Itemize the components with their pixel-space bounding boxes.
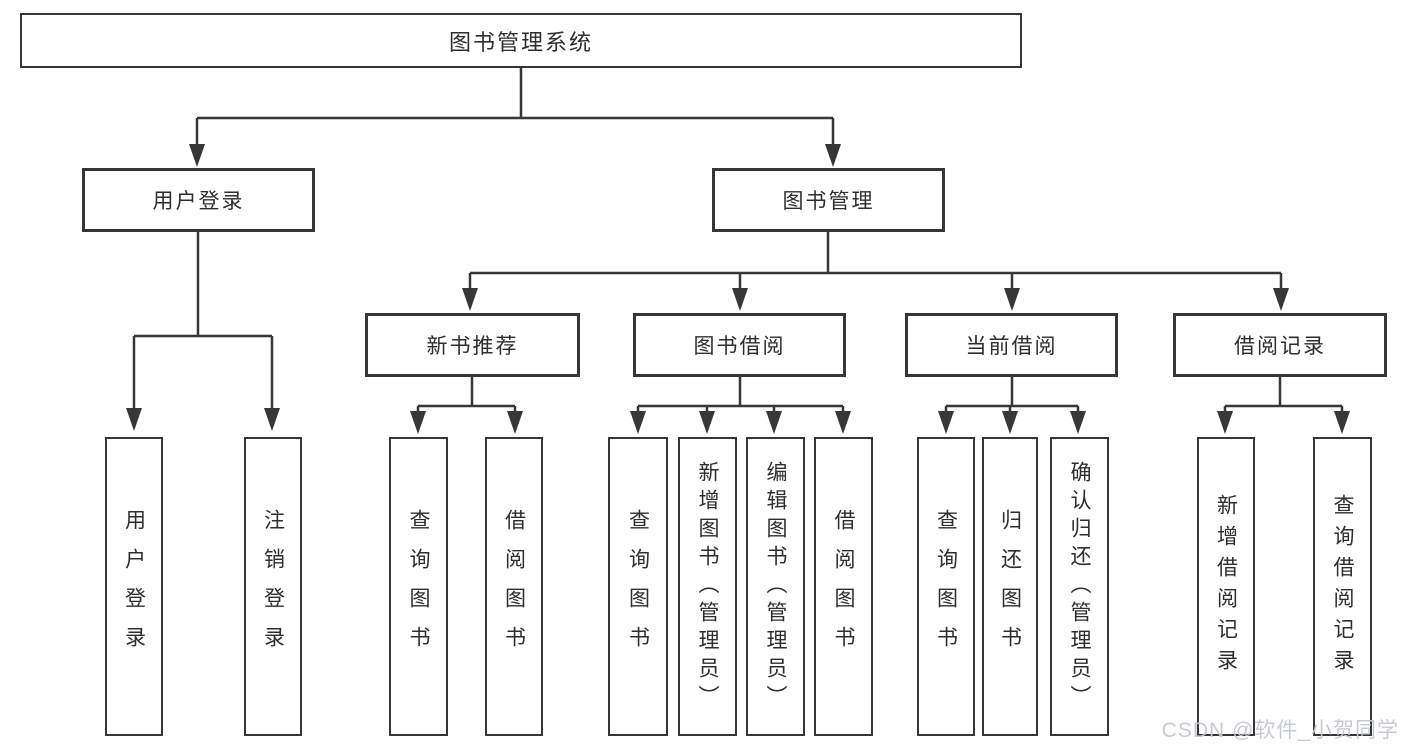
arrowhead xyxy=(1070,411,1086,434)
leaf-label: 注销登录 xyxy=(261,508,285,665)
connector-current-borrowing xyxy=(944,377,1080,411)
leaf-return-books: 归还图书 xyxy=(982,437,1038,736)
arrowhead xyxy=(766,411,782,434)
arrowhead xyxy=(630,411,646,434)
arrowhead xyxy=(699,411,715,434)
arrowhead xyxy=(189,144,205,167)
node-book-borrowing: 图书借阅 xyxy=(633,313,846,377)
leaf-confirm-return-admin: 确认归还（管理员） xyxy=(1050,437,1109,736)
leaf-label: 借阅图书 xyxy=(502,508,526,665)
arrowhead xyxy=(1002,411,1018,434)
leaf-label: 确认归还（管理员） xyxy=(1068,460,1091,713)
leaf-label: 新增借阅记录 xyxy=(1214,493,1238,680)
node-label: 新书推荐 xyxy=(426,335,519,358)
leaf-label: 新增图书（管理员） xyxy=(696,460,719,713)
node-current-borrowing: 当前借阅 xyxy=(905,313,1118,377)
watermark: CSDN @软件_小贺同学 xyxy=(1161,719,1399,742)
leaf-label: 用户登录 xyxy=(122,508,146,665)
node-label: 借阅记录 xyxy=(1234,335,1326,358)
connector-book-management xyxy=(468,232,1283,289)
leaf-logout: 注销登录 xyxy=(244,437,302,736)
arrowhead xyxy=(507,411,523,434)
node-new-book-recommend: 新书推荐 xyxy=(365,313,580,377)
arrowhead xyxy=(1217,411,1233,434)
node-label: 用户登录 xyxy=(152,190,245,213)
arrowhead xyxy=(938,411,954,434)
node-label: 图书管理 xyxy=(782,190,875,213)
arrowhead xyxy=(732,288,748,311)
arrowhead xyxy=(462,288,478,311)
node-user-login: 用户登录 xyxy=(82,168,315,232)
connector-borrowing-records xyxy=(1223,377,1344,411)
leaf-user-login: 用户登录 xyxy=(105,437,163,736)
leaf-query-books-current: 查询图书 xyxy=(917,437,975,736)
node-borrowing-records: 借阅记录 xyxy=(1173,313,1387,377)
arrowhead xyxy=(410,411,426,434)
node-label: 当前借阅 xyxy=(965,335,1058,358)
leaf-query-books-borrowing: 查询图书 xyxy=(608,437,668,736)
arrowhead xyxy=(835,411,851,434)
leaf-label: 归还图书 xyxy=(998,508,1022,665)
node-label: 图书管理系统 xyxy=(448,29,593,55)
leaf-label: 查询图书 xyxy=(626,508,650,665)
leaf-label: 借阅图书 xyxy=(832,508,855,665)
node-book-management: 图书管理 xyxy=(712,168,945,232)
leaf-label: 编辑图书（管理员） xyxy=(764,460,787,713)
leaf-query-borrow-record: 查询借阅记录 xyxy=(1313,437,1372,736)
leaf-borrow-books-recommend: 借阅图书 xyxy=(485,437,543,736)
leaf-label: 查询图书 xyxy=(407,508,430,665)
arrowhead xyxy=(1004,288,1020,311)
arrowhead xyxy=(264,408,280,431)
leaf-borrow-books-borrowing: 借阅图书 xyxy=(814,437,873,736)
arrowhead xyxy=(1334,411,1350,434)
leaf-label: 查询图书 xyxy=(934,508,958,665)
node-label: 图书借阅 xyxy=(693,335,786,358)
connector-new-book-recommend xyxy=(416,377,517,411)
leaf-add-books-admin: 新增图书（管理员） xyxy=(678,437,737,736)
leaf-add-borrow-record: 新增借阅记录 xyxy=(1197,437,1255,736)
connector-user-login xyxy=(132,232,274,409)
arrowhead xyxy=(825,144,841,167)
leaf-edit-books-admin: 编辑图书（管理员） xyxy=(746,437,805,736)
arrowhead xyxy=(1273,288,1289,311)
arrowhead xyxy=(126,408,142,431)
leaf-label: 查询借阅记录 xyxy=(1331,493,1354,680)
node-library-system: 图书管理系统 xyxy=(20,13,1022,68)
leaf-query-books-recommend: 查询图书 xyxy=(389,437,448,736)
connector-book-borrowing xyxy=(636,377,845,411)
connector-root-level2 xyxy=(195,68,835,145)
